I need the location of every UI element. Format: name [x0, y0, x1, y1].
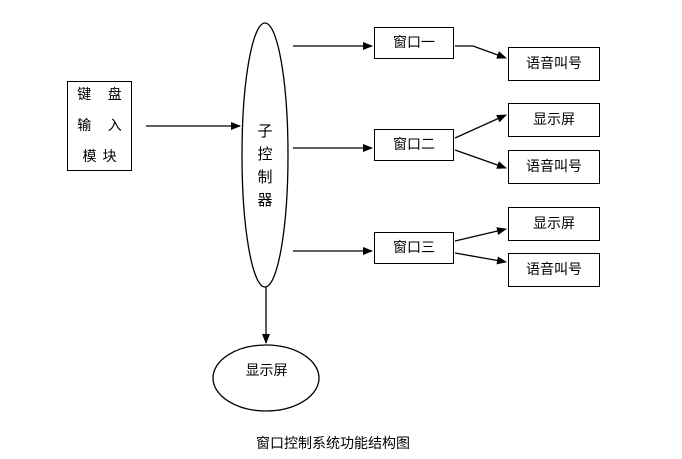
arrow-window-3-to-voice-call [454, 252, 507, 265]
display-box-3: 显示屏 [508, 207, 600, 241]
arrow-window-3-to-display [454, 227, 507, 242]
controller-char-2: 控 [257, 145, 273, 163]
display-ellipse [212, 344, 320, 412]
controller-ellipse [241, 22, 289, 288]
controller-char-1: 子 [257, 122, 273, 140]
controller-char-3: 制 [257, 168, 273, 186]
main-display-label: 显示屏 [245, 363, 288, 379]
controller-label: 子 控 制 器 [250, 120, 280, 212]
controller-char-4: 器 [257, 191, 273, 209]
window-1-box: 窗口一 [374, 27, 454, 59]
window-3-box: 窗口三 [374, 232, 454, 264]
window-2-box: 窗口二 [374, 129, 454, 161]
arrow-window-2-to-voice-call [454, 149, 507, 169]
figure-caption-text: 窗口控制系统功能结构图 [256, 436, 410, 452]
voice-call-box-2: 语音叫号 [508, 150, 600, 184]
keyboard-module-line-2: 输 入 [77, 118, 128, 134]
keyboard-module-line-1: 键 盘 [77, 87, 128, 103]
figure-caption: 窗口控制系统功能结构图 [0, 433, 682, 453]
voice-call-box-1: 语音叫号 [508, 47, 600, 81]
keyboard-input-module: 键 盘 输 入 模块 [67, 81, 132, 171]
keyboard-module-line-3: 模块 [82, 149, 123, 165]
arrow-window-2-to-display [454, 114, 507, 139]
voice-call-box-3: 语音叫号 [508, 253, 600, 287]
arrow-window-1-to-voice-call [455, 45, 507, 59]
display-box-2: 显示屏 [508, 103, 600, 137]
